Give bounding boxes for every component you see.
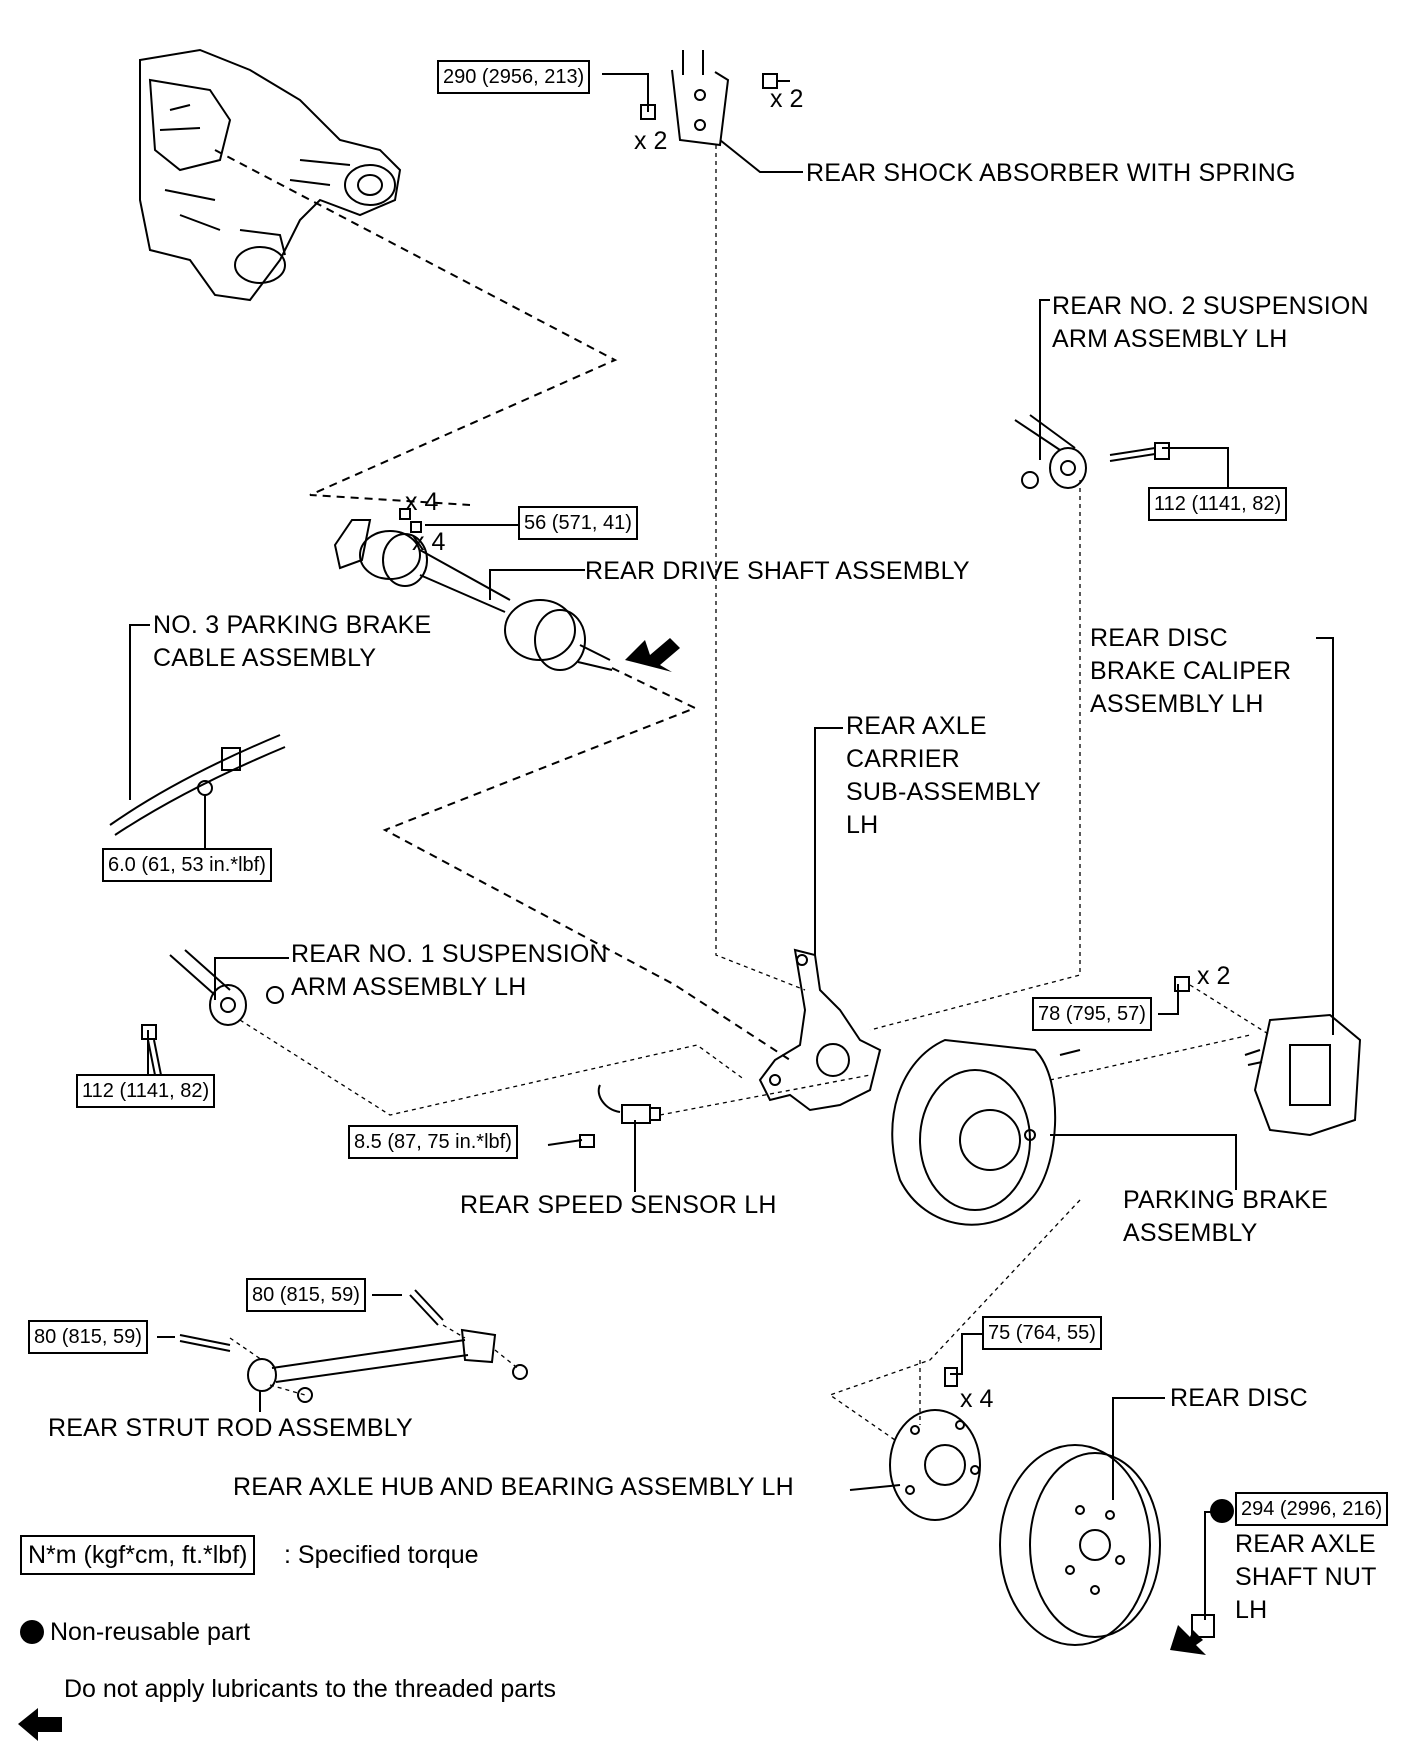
legend-no-lubricant-text: Do not apply lubricants to the threaded … <box>64 1675 556 1703</box>
label-parking-brake-assembly: PARKING BRAKE ASSEMBLY <box>1123 1186 1328 1247</box>
label-axle-carrier: REAR AXLE CARRIER SUB-ASSEMBLY LH <box>846 712 1042 839</box>
label-rear-no1-suspension-arm: REAR NO. 1 SUSPENSION ARM ASSEMBLY LH <box>291 940 608 1001</box>
legend-torque-text: : Specified torque <box>284 1541 479 1569</box>
suspension-arm-2-illustration <box>1014 414 1170 489</box>
parking-brake-cable-illustration <box>109 734 286 836</box>
suspension-arm-1-illustration <box>141 949 284 1076</box>
rear-disc-illustration <box>999 1444 1161 1646</box>
non-reusable-marker-nut <box>1210 1499 1234 1523</box>
torque-arm2: 112 (1141, 82) <box>1148 487 1288 521</box>
torque-shock: 290 (2956, 213) <box>437 60 591 94</box>
no-lubricant-legend-arrow <box>18 1708 62 1741</box>
torque-drive-shaft: 56 (571, 41) <box>518 506 638 540</box>
no-lubricant-arrow-nut <box>1170 1625 1206 1655</box>
label-rear-shock-absorber: REAR SHOCK ABSORBER WITH SPRING <box>806 159 1296 187</box>
parking-brake-illustration <box>891 1038 1081 1226</box>
label-rear-no2-suspension-arm: REAR NO. 2 SUSPENSION ARM ASSEMBLY LH <box>1052 292 1369 353</box>
label-rear-drive-shaft: REAR DRIVE SHAFT ASSEMBLY <box>585 557 970 585</box>
no-lubricant-arrow-driveshaft <box>625 638 680 672</box>
label-axle-shaft-nut: REAR AXLE SHAFT NUT LH <box>1235 1530 1377 1624</box>
legend-non-reusable-dot <box>20 1620 44 1644</box>
label-rear-disc: REAR DISC <box>1170 1384 1308 1412</box>
label-parking-brake-cable: NO. 3 PARKING BRAKE CABLE ASSEMBLY <box>153 611 432 672</box>
speed-sensor-illustration <box>579 1084 661 1148</box>
strut-rod-illustration <box>179 1289 528 1403</box>
legend-torque-box: N*m (kgf*cm, ft.*lbf) <box>20 1535 256 1575</box>
assembly-guide-lines <box>214 149 791 1061</box>
axle-nut-illustration <box>1191 1614 1215 1638</box>
shock-absorber-mount <box>640 50 790 147</box>
qty-drive-a: x 4 <box>405 488 439 516</box>
qty-drive-b: x 4 <box>412 528 446 556</box>
label-brake-caliper: REAR DISC BRAKE CALIPER ASSEMBLY LH <box>1090 624 1292 718</box>
torque-hub: 75 (764, 55) <box>982 1316 1102 1350</box>
qty-hub: x 4 <box>960 1385 994 1413</box>
label-rear-strut-rod: REAR STRUT ROD ASSEMBLY <box>48 1414 413 1442</box>
qty-shock-bolt: x 2 <box>770 85 804 113</box>
axle-hub-illustration <box>889 1367 981 1521</box>
torque-axle-nut: 294 (2996, 216) <box>1235 1492 1389 1526</box>
label-rear-speed-sensor: REAR SPEED SENSOR LH <box>460 1191 777 1219</box>
torque-arm1: 112 (1141, 82) <box>76 1074 216 1108</box>
label-axle-hub-bearing: REAR AXLE HUB AND BEARING ASSEMBLY LH <box>233 1473 794 1501</box>
leader-lines <box>129 73 1334 1620</box>
axle-carrier-illustration <box>758 948 882 1112</box>
qty-caliper: x 2 <box>1197 962 1231 990</box>
drive-shaft-illustration <box>333 508 613 671</box>
torque-parking-cable: 6.0 (61, 53 in.*lbf) <box>102 848 272 882</box>
rear-subframe-illustration <box>139 48 402 302</box>
brake-caliper-illustration <box>1174 976 1362 1137</box>
torque-caliper: 78 (795, 57) <box>1032 997 1152 1031</box>
torque-strut-upper: 80 (815, 59) <box>246 1278 366 1312</box>
legend-non-reusable-text: Non-reusable part <box>50 1618 251 1646</box>
qty-shock-nut: x 2 <box>634 127 668 155</box>
torque-strut-left: 80 (815, 59) <box>28 1320 148 1354</box>
torque-speed-sensor: 8.5 (87, 75 in.*lbf) <box>348 1125 518 1159</box>
assembly-guide-lines-fine <box>229 145 1271 1441</box>
